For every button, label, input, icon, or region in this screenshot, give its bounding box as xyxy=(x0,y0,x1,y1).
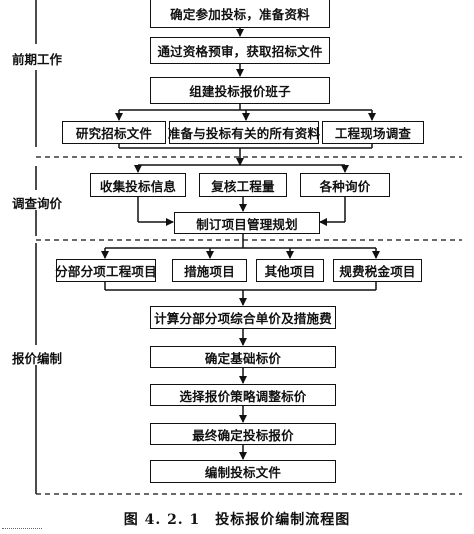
box-site: 工程现场调查 xyxy=(322,121,424,144)
box-recheck: 复核工程量 xyxy=(199,173,287,197)
box-unitprice: 计算分部分项综合单价及措施费 xyxy=(150,306,336,329)
box-plan: 制订项目管理规划 xyxy=(174,212,320,234)
box-final: 最终确定投标报价 xyxy=(150,423,336,445)
phase-label-compile: 报价编制 xyxy=(12,351,63,366)
figure-caption: 图 4. 2. 1 投标报价编制流程图 xyxy=(123,512,351,528)
box-inquiry: 各种询价 xyxy=(300,173,390,197)
box-team: 组建投标报价班子 xyxy=(150,77,330,104)
box-measures: 措施项目 xyxy=(172,259,247,282)
box-confirm: 确定参加投标，准备资料 xyxy=(150,0,330,28)
box-prepare: 准备与投标有关的所有资料 xyxy=(168,121,320,144)
box-prequal: 通过资格预审，获取招标文件 xyxy=(150,37,330,64)
box-strategy: 选择报价策略调整标价 xyxy=(150,384,336,406)
scan-artifact xyxy=(2,528,42,534)
phase-label-survey: 调查询价 xyxy=(12,196,63,211)
box-subitems: 分部分项工程项目 xyxy=(55,259,157,282)
box-study: 研究招标文件 xyxy=(62,121,166,144)
box-fees: 规费税金项目 xyxy=(333,259,422,282)
box-doc: 编制投标文件 xyxy=(150,460,336,483)
box-other: 其他项目 xyxy=(256,259,324,282)
box-collect: 收集投标信息 xyxy=(90,173,186,197)
phase-label-early: 前期工作 xyxy=(12,52,63,67)
box-baseprice: 确定基础标价 xyxy=(150,346,336,368)
